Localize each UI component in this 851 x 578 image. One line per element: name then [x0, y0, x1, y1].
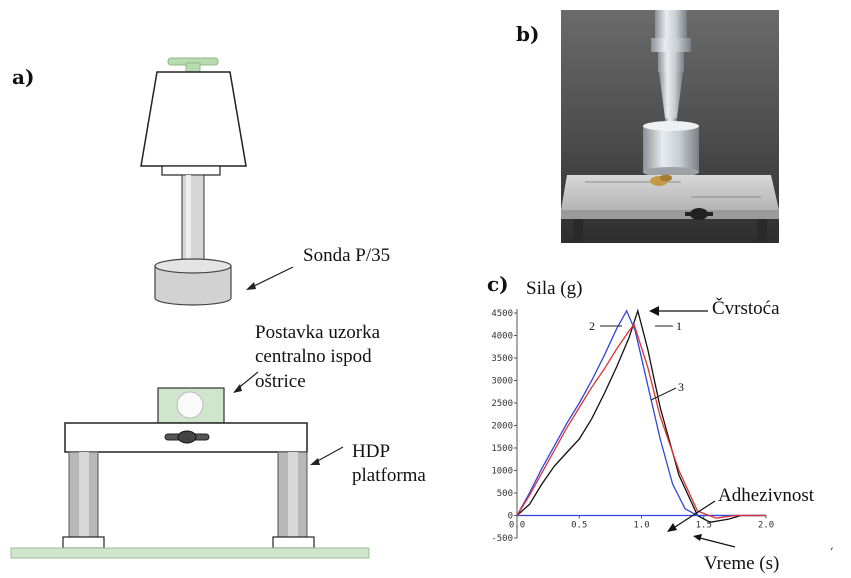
- chart-xlabel: Vreme (s): [704, 553, 780, 574]
- texture-analyzer-photo: [561, 10, 779, 243]
- probe-arrowhead: [246, 282, 256, 290]
- y-tick-label: 500: [497, 489, 513, 499]
- platform-arrow: [313, 446, 344, 464]
- sample: [176, 391, 204, 419]
- y-tick-label: 3000: [491, 377, 513, 387]
- time-arrowhead: [693, 534, 702, 541]
- series-label-2: 2: [589, 319, 595, 333]
- annotation-peak: Čvrstoća: [712, 298, 780, 319]
- x-tick-label: 0.0: [509, 521, 525, 531]
- platform-leg-right-shade: [288, 452, 298, 539]
- series-line-2: [516, 309, 766, 517]
- y-tick-label: 4500: [491, 309, 513, 319]
- adhesion-arrowhead: [667, 523, 677, 532]
- sample-holder-label-line3: oštrice: [255, 371, 306, 392]
- x-tick-label: 1.5: [696, 521, 712, 531]
- probe-shaft-highlight: [186, 175, 191, 263]
- panel-label-c: c): [487, 272, 509, 296]
- chart-ylabel: Sila (g): [526, 278, 583, 299]
- probe-cylinder-top: [154, 258, 232, 274]
- y-tick-label: 2500: [491, 399, 513, 409]
- panel-label-b: b): [516, 22, 540, 46]
- adhesion-arrow: [671, 500, 716, 530]
- platform-label-line2: platforma: [352, 465, 426, 486]
- stray-mark: ,: [830, 538, 834, 552]
- wing-nut: [177, 430, 197, 444]
- annotation-adhesion: Adhezivnost: [718, 485, 815, 506]
- y-tick-label: 1000: [491, 467, 513, 477]
- base-plate: [10, 547, 370, 559]
- y-tick-label: 2000: [491, 422, 513, 432]
- y-tick-label: 3500: [491, 354, 513, 364]
- platform-label-line1: HDP: [352, 441, 391, 462]
- sample-holder-arrowhead: [233, 384, 242, 393]
- y-tick-label: 1500: [491, 444, 513, 454]
- series-line-1: [516, 308, 766, 523]
- probe-arrow: [247, 266, 294, 290]
- x-tick-label: 2.0: [758, 521, 774, 531]
- load-cell-housing: [140, 71, 247, 167]
- y-tick-label: 4000: [491, 332, 513, 342]
- y-tick-label: 0: [508, 512, 513, 522]
- series-label-1: 1: [676, 319, 682, 333]
- peak-arrowhead: [649, 306, 659, 316]
- series-line-3: [516, 322, 766, 519]
- probe-label: Sonda P/35: [303, 245, 391, 266]
- x-tick-label: 0.5: [571, 521, 587, 531]
- sample-holder-label-line2: centralno ispod: [255, 346, 372, 367]
- probe-cylinder: [154, 265, 232, 306]
- series-label-3: 3: [678, 380, 684, 394]
- x-tick-label: 1.0: [633, 521, 649, 531]
- platform-leg-left-shade: [79, 452, 89, 539]
- series-leader-3: [650, 387, 677, 401]
- time-arrow: [699, 537, 736, 548]
- panel-label-a: a): [12, 65, 35, 89]
- sample-holder-label-line1: Postavka uzorka: [255, 322, 381, 343]
- y-tick-label: -500: [491, 534, 513, 544]
- platform-arrowhead: [310, 458, 320, 465]
